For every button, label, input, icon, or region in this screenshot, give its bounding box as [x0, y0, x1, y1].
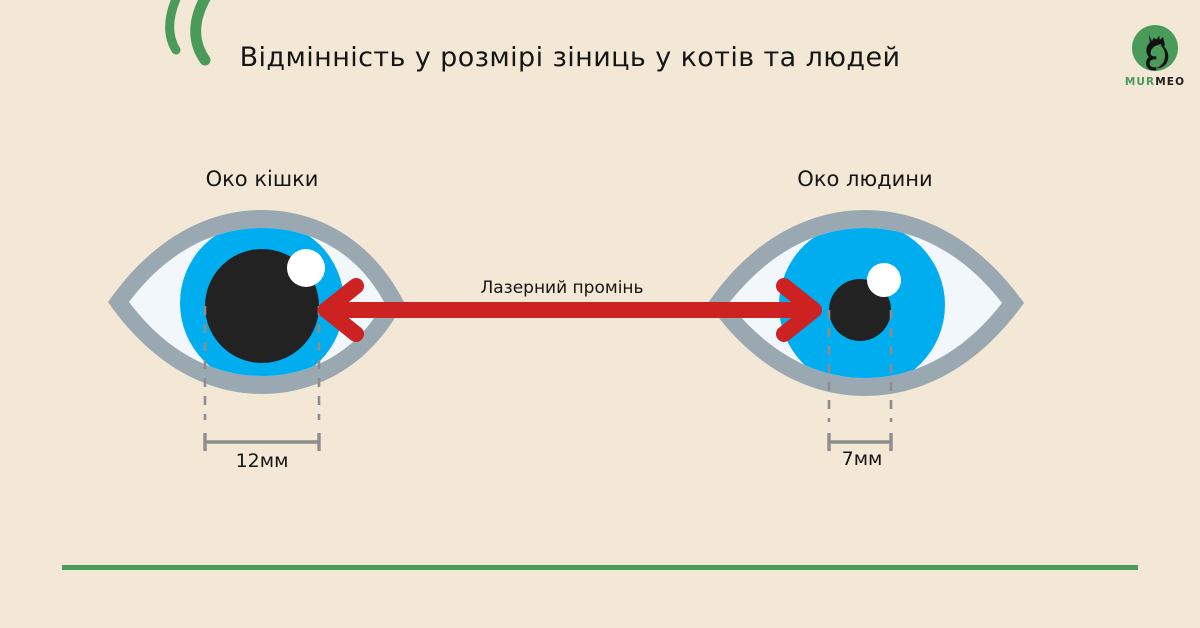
brand-logo: MURMEO — [1122, 24, 1188, 96]
brand-wordmark-part1: MUR — [1124, 76, 1156, 88]
cat-eye-caption: Око кішки — [205, 167, 319, 191]
brand-wordmark-part2: MEO — [1155, 76, 1186, 88]
human-pupil-measure-label: 7мм — [841, 448, 883, 470]
quote-mark-icon — [160, 0, 240, 70]
human-eye-highlight — [867, 263, 901, 297]
laser-beam-arrow — [310, 278, 830, 342]
cat-eye-highlight — [287, 249, 325, 287]
brand-wordmark: MURMEO — [1122, 77, 1188, 88]
laser-arrowhead-right — [776, 278, 822, 342]
human-eye-caption: Око людини — [797, 167, 933, 191]
cat-pupil-measure-label: 12мм — [235, 450, 289, 472]
cat-eye-figure — [96, 198, 416, 488]
footer-rule — [62, 565, 1138, 570]
human-eye-figure — [696, 198, 1036, 488]
laser-arrowhead-left — [318, 278, 364, 342]
cat-silhouette-icon — [1132, 25, 1178, 71]
page-title: Відмінність у розмірі зіниць у котів та … — [239, 42, 901, 73]
laser-beam-label: Лазерний промінь — [480, 278, 644, 298]
